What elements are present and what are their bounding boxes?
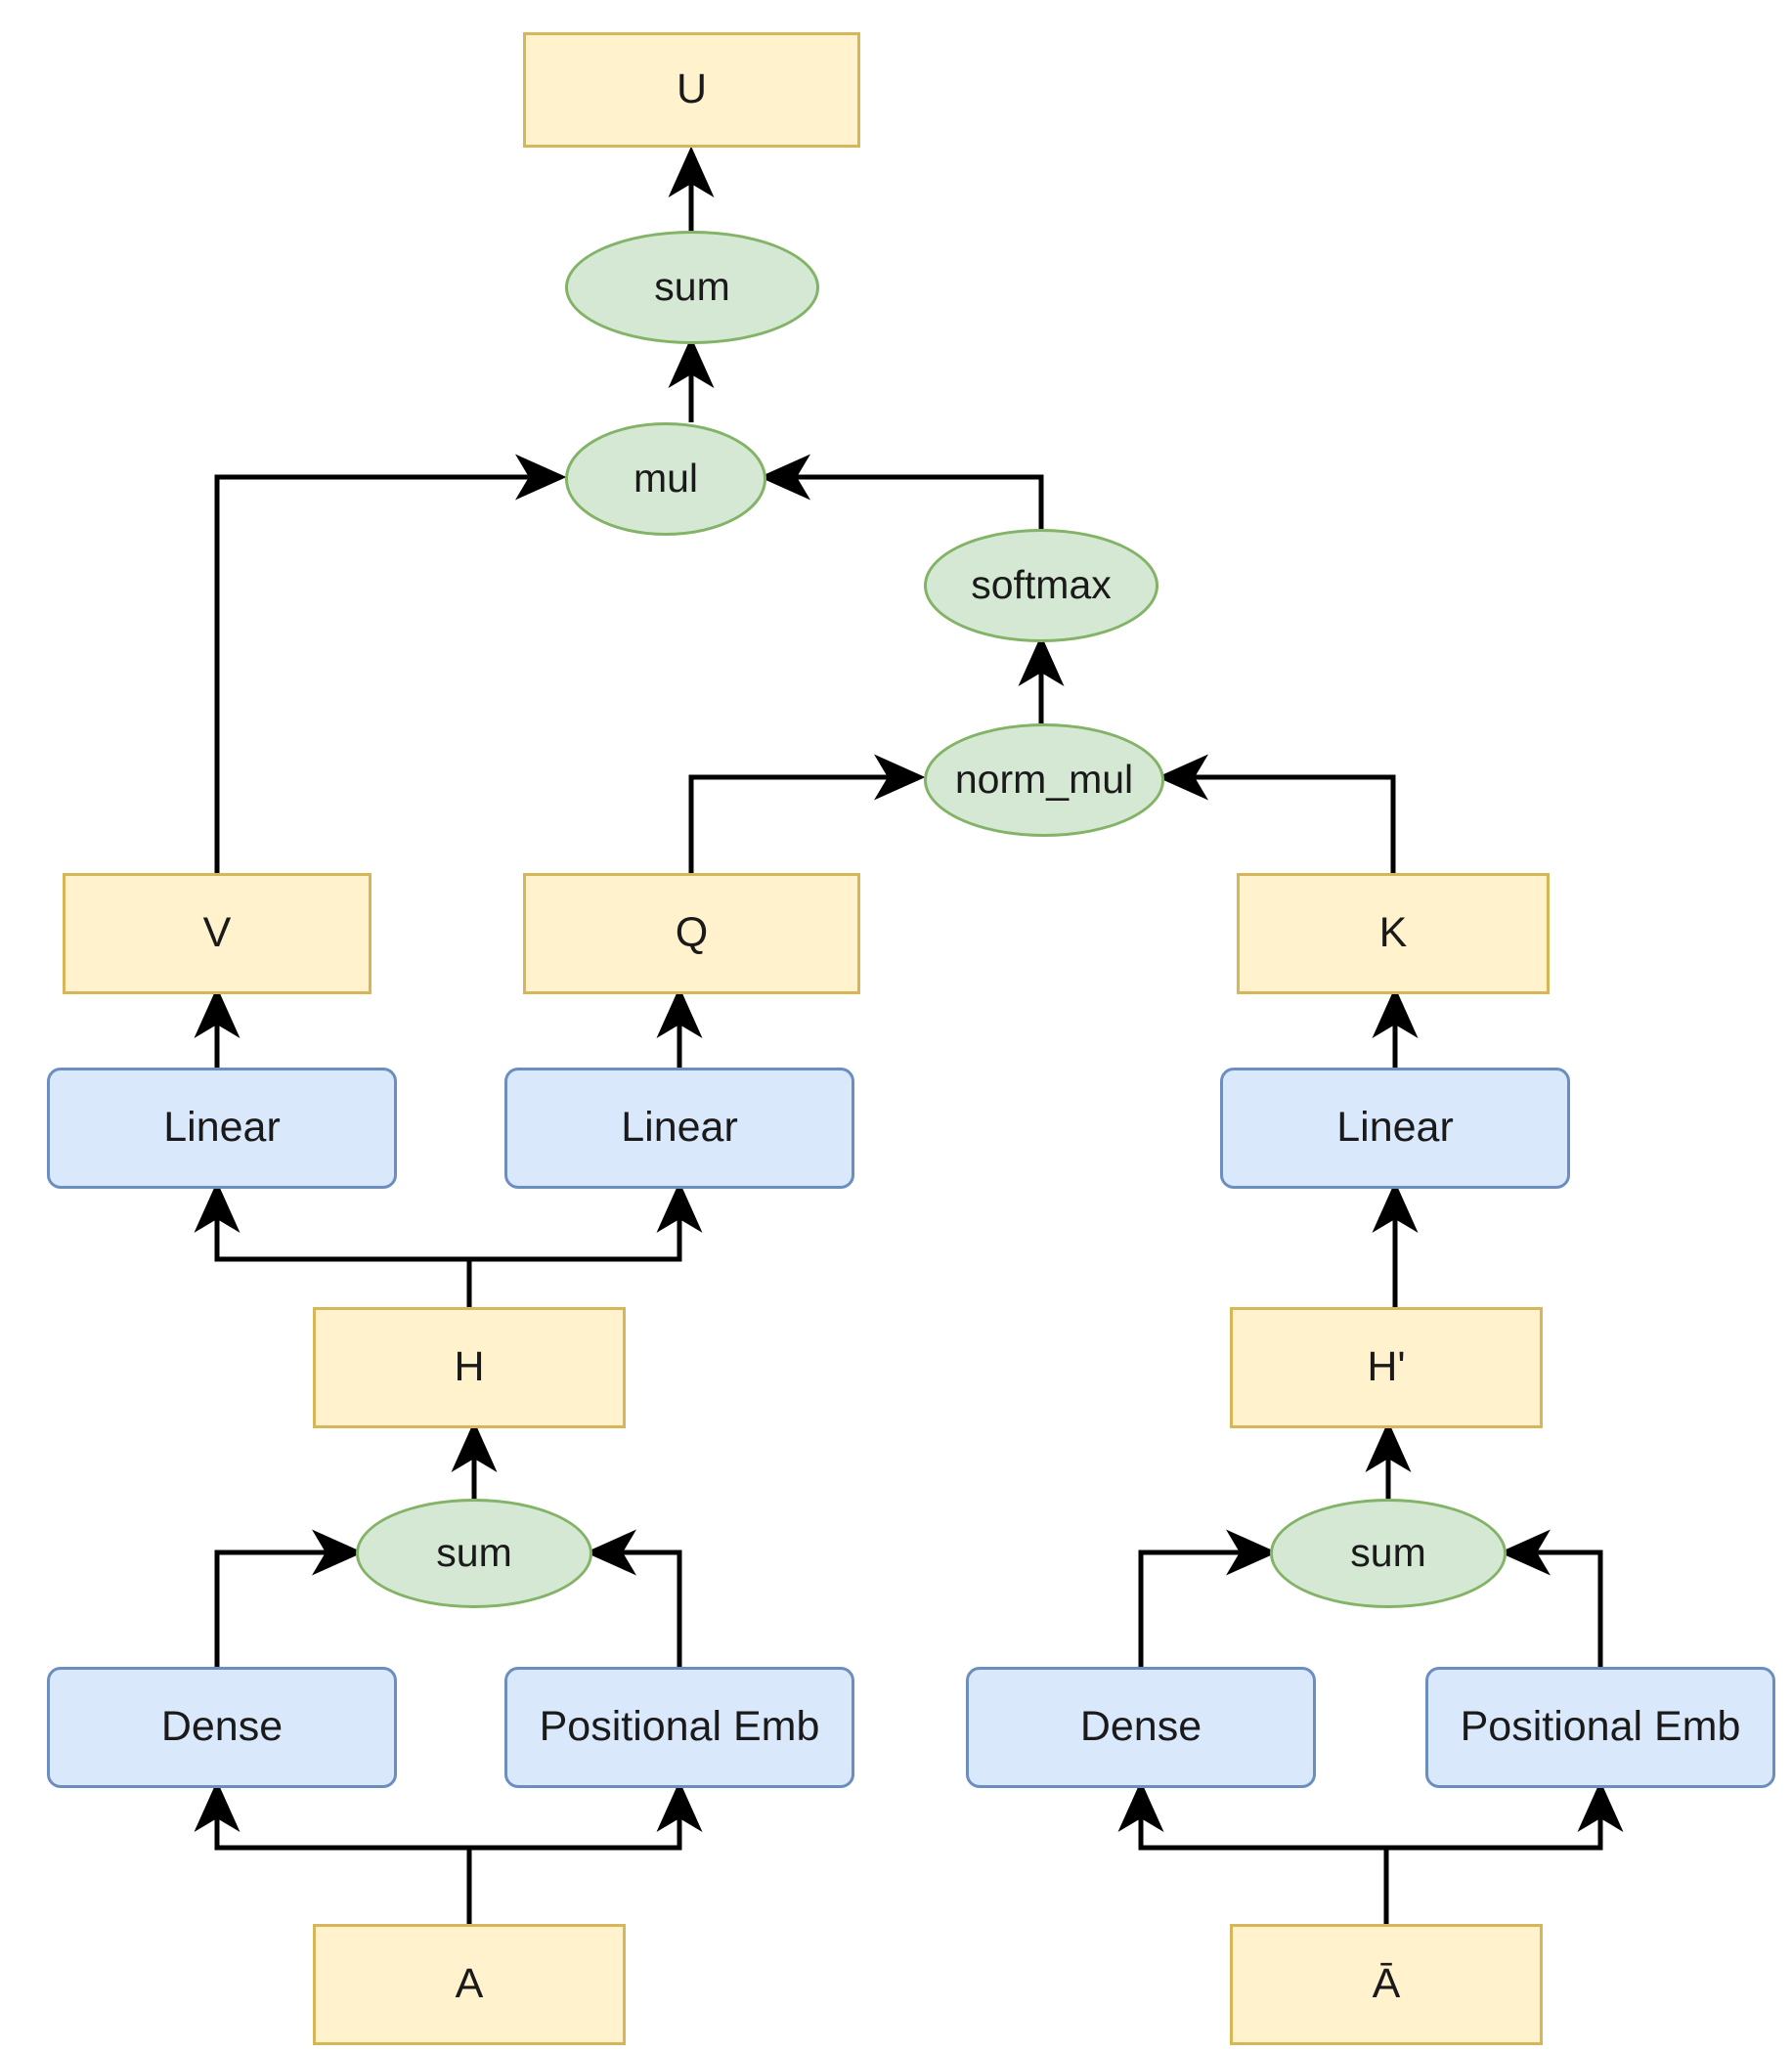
node-a-bar-label: Ā <box>1372 1960 1401 2008</box>
edge-posembright-to-sumright <box>1499 1529 1603 1667</box>
edge-abar-to-posembright <box>1383 1780 1624 1924</box>
node-mul[interactable]: mul <box>565 422 766 536</box>
node-sum-right-label: sum <box>1350 1530 1426 1576</box>
node-sum-top[interactable]: sum <box>565 231 819 344</box>
edge-k-to-normmul <box>1157 754 1396 873</box>
node-linear-q-label: Linear <box>621 1104 738 1152</box>
node-k-label: K <box>1378 909 1408 957</box>
node-mul-label: mul <box>633 456 699 502</box>
node-norm-mul-label: norm_mul <box>954 757 1134 803</box>
node-h-label: H <box>454 1343 485 1391</box>
node-u[interactable]: U <box>523 32 860 148</box>
edge-h-to-linearv <box>194 1181 472 1307</box>
node-linear-k-label: Linear <box>1336 1104 1454 1152</box>
node-k[interactable]: K <box>1237 873 1550 994</box>
node-positional-emb-left[interactable]: Positional Emb <box>504 1667 854 1788</box>
node-h-prime-label: H' <box>1367 1343 1406 1391</box>
edge-h-to-linearq <box>466 1181 703 1307</box>
node-dense-left[interactable]: Dense <box>47 1667 397 1788</box>
node-positional-emb-right[interactable]: Positional Emb <box>1425 1667 1775 1788</box>
node-linear-v-label: Linear <box>163 1104 281 1152</box>
node-a[interactable]: A <box>313 1924 626 2045</box>
edge-abar-to-denseright <box>1117 1780 1389 1924</box>
edge-q-to-normmul <box>688 754 926 873</box>
node-v[interactable]: V <box>63 873 372 994</box>
edge-v-to-mul <box>214 454 567 873</box>
node-q[interactable]: Q <box>523 873 860 994</box>
edge-denseright-to-sumright <box>1138 1529 1278 1667</box>
node-a-label: A <box>455 1960 484 2008</box>
node-positional-emb-left-label: Positional Emb <box>539 1703 820 1751</box>
node-linear-k[interactable]: Linear <box>1220 1068 1570 1189</box>
node-u-label: U <box>676 65 708 113</box>
node-softmax[interactable]: softmax <box>924 529 1158 642</box>
node-dense-right[interactable]: Dense <box>966 1667 1316 1788</box>
node-sum-top-label: sum <box>654 264 730 310</box>
edge-denseleft-to-sumleft <box>214 1529 364 1667</box>
node-a-bar[interactable]: Ā <box>1230 1924 1543 2045</box>
edge-softmax-to-mul <box>759 454 1044 529</box>
node-v-label: V <box>202 909 232 957</box>
node-softmax-label: softmax <box>971 562 1112 608</box>
node-dense-right-label: Dense <box>1079 1703 1202 1751</box>
edge-a-to-denseleft <box>194 1780 472 1924</box>
node-sum-left[interactable]: sum <box>356 1499 592 1608</box>
edge-posembleft-to-sumleft <box>585 1529 682 1667</box>
node-linear-v[interactable]: Linear <box>47 1068 397 1189</box>
node-sum-right[interactable]: sum <box>1270 1499 1507 1608</box>
node-q-label: Q <box>675 909 709 957</box>
node-linear-q[interactable]: Linear <box>504 1068 854 1189</box>
node-h-prime[interactable]: H' <box>1230 1307 1543 1428</box>
node-positional-emb-right-label: Positional Emb <box>1460 1703 1741 1751</box>
node-sum-left-label: sum <box>436 1530 512 1576</box>
node-h[interactable]: H <box>313 1307 626 1428</box>
node-dense-left-label: Dense <box>160 1703 284 1751</box>
node-norm-mul[interactable]: norm_mul <box>924 723 1164 837</box>
edge-a-to-posembleft <box>466 1780 703 1924</box>
